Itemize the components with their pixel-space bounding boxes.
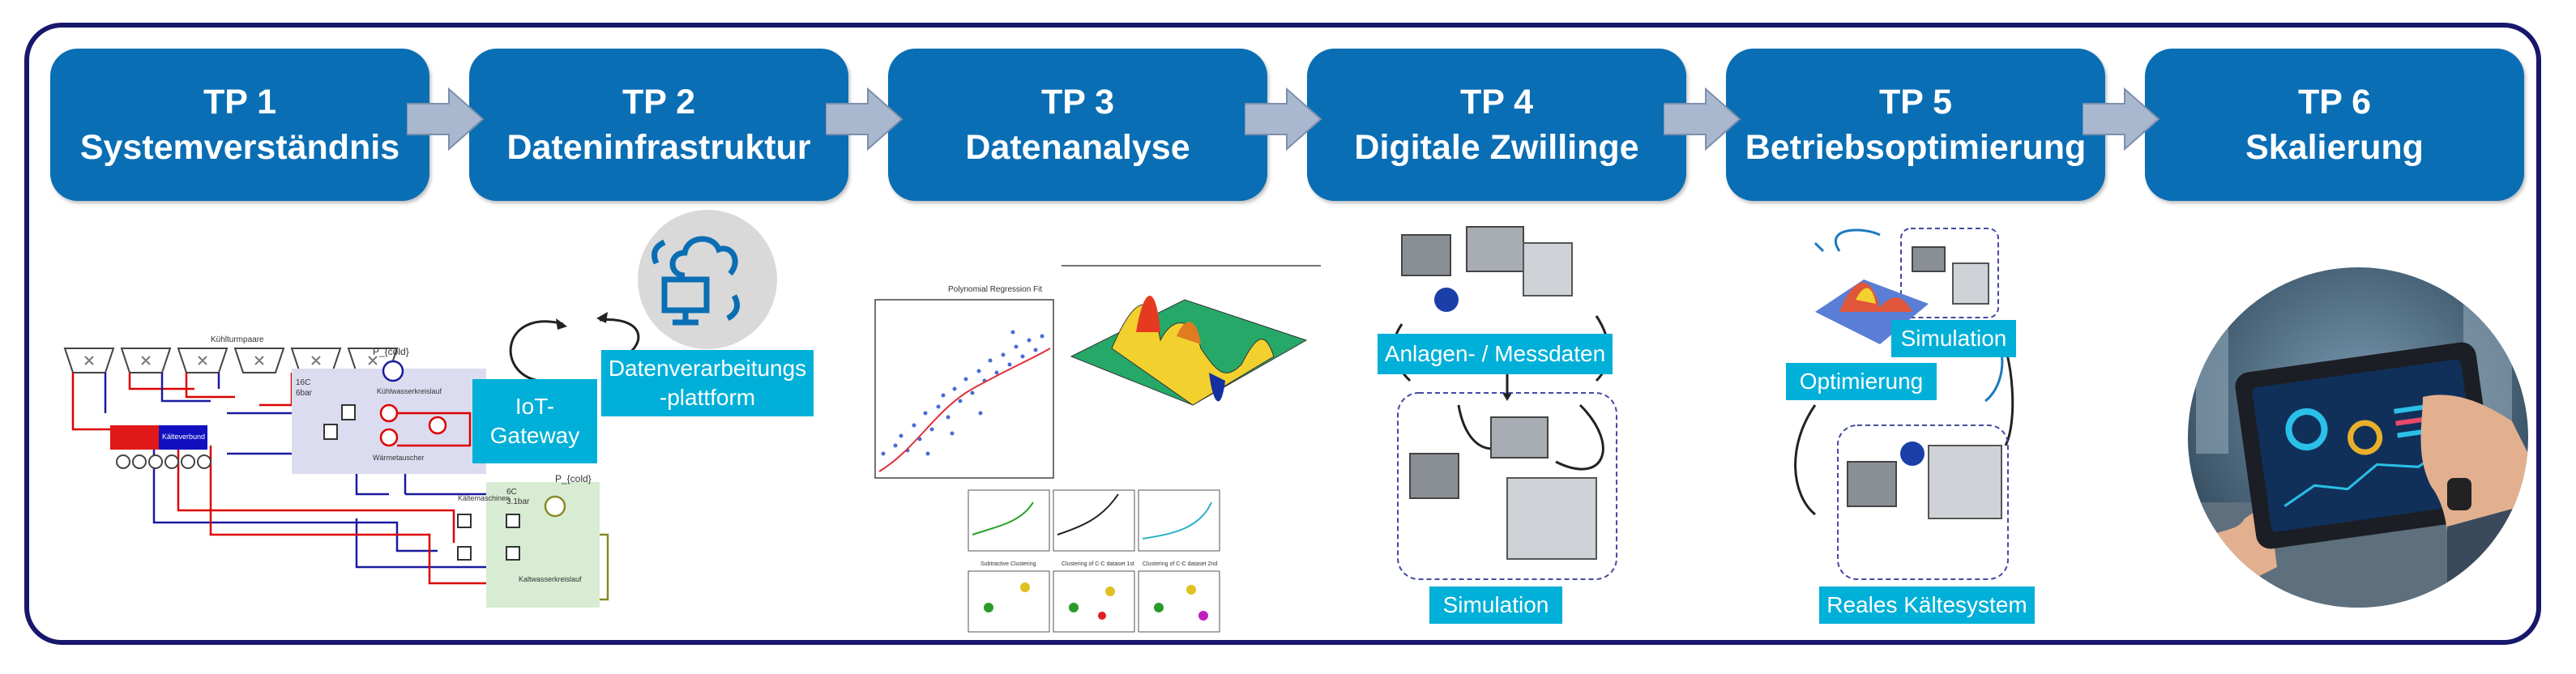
arrow-right-icon xyxy=(407,87,485,151)
chiller-unit-icon xyxy=(1506,477,1597,560)
step-box-tp2: TP 2 Dateninfrastruktur xyxy=(469,49,848,201)
iot-gateway-label: IoT- Gateway xyxy=(472,379,597,463)
diagram-frame xyxy=(24,23,2541,645)
data-platform-label: Datenverarbeitungs -plattform xyxy=(601,350,814,416)
temp-label: 16C xyxy=(296,378,310,387)
temp-label: 6C xyxy=(506,488,517,497)
simulation-label: Simulation xyxy=(1891,320,2016,357)
cooling-system-schematic: Kühlturmpaare Kälteverbund 16C 6bar P_{c… xyxy=(63,335,609,608)
arrow-right-icon xyxy=(826,87,904,151)
chiller-unit-icon xyxy=(1466,226,1524,272)
step-box-tp6: TP 6 Skalierung xyxy=(2145,49,2524,201)
data-analysis-plots: Polynomial Regression Fit Subtractive Cl… xyxy=(874,265,1321,633)
optimization-illustration xyxy=(1794,228,2014,580)
step-number: TP 4 xyxy=(1459,83,1534,122)
infrastructure-illustration xyxy=(509,210,777,382)
step-box-tp4: TP 4 Digitale Zwillinge xyxy=(1307,49,1686,201)
pressure-label: 6bar xyxy=(296,389,313,398)
optimization-surface-icon xyxy=(1815,279,1929,344)
pump-label: Kühlturmpaare xyxy=(211,335,264,344)
step-title: Systemverständnis xyxy=(79,128,400,167)
heat-exchanger-label: Wärmetauscher xyxy=(373,454,425,462)
circuit-label: Kaltwasserkreislauf xyxy=(519,575,582,583)
heat-exchanger-icon xyxy=(1401,234,1451,276)
svg-text:Kälteverbund: Kälteverbund xyxy=(162,433,205,441)
circuit-label: Kühlwasserkreislauf xyxy=(377,387,442,395)
p-cold-label: P_{cold} xyxy=(555,473,592,484)
pressure-label: 3.1bar xyxy=(506,497,530,506)
arrow-right-icon xyxy=(1245,87,1322,151)
digital-twin-illustration xyxy=(1391,226,1617,580)
p-cold-label: P_{cold} xyxy=(373,346,409,357)
step-number: TP 3 xyxy=(1040,83,1115,122)
chillers-label: Kältemaschinen xyxy=(458,494,510,502)
step-number: TP 2 xyxy=(622,83,696,122)
step-box-tp3: TP 3 Datenanalyse xyxy=(888,49,1267,201)
step-number: TP 1 xyxy=(203,83,277,122)
step-number: TP 5 xyxy=(1878,83,1953,122)
step-title: Digitale Zwillinge xyxy=(1354,128,1639,167)
step-box-tp1: TP 1 Systemverständnis xyxy=(50,49,429,201)
cluster-title: Clustering of C-C dataset 2nd xyxy=(1143,561,1217,567)
step-title: Datenanalyse xyxy=(965,128,1190,167)
step-title: Skalierung xyxy=(2245,128,2424,167)
arrow-right-icon xyxy=(2083,87,2160,151)
optimization-label: Optimierung xyxy=(1786,363,1937,400)
arrow-right-icon xyxy=(1664,87,1741,151)
real-system-label: Reales Kältesystem xyxy=(1819,587,2035,624)
step-number: TP 6 xyxy=(2297,83,2372,122)
pump-icon xyxy=(1434,288,1459,312)
tablet-dashboard-photo xyxy=(2188,267,2528,608)
step-title: Betriebsoptimierung xyxy=(1745,128,2087,167)
heat-exchanger-icon xyxy=(1409,453,1459,499)
cluster-title: Clustering of C-C dataset 1st xyxy=(1062,561,1134,567)
data-label: Anlagen- / Messdaten xyxy=(1378,334,1613,374)
simulation-label: Simulation xyxy=(1429,587,1562,624)
cluster-title: Subtractive Clustering xyxy=(980,561,1036,567)
step-title: Dateninfrastruktur xyxy=(506,128,811,167)
regression-title: Polynomial Regression Fit xyxy=(948,285,1042,294)
step-box-tp5: TP 5 Betriebsoptimierung xyxy=(1726,49,2105,201)
